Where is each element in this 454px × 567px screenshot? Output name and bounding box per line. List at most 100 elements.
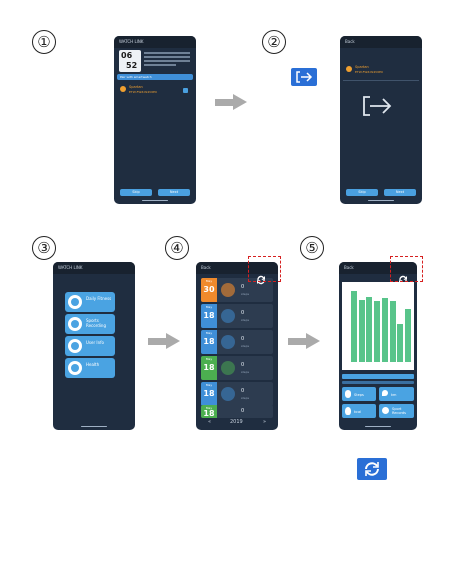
row-unit: steps: [241, 344, 250, 348]
chart-bar: [358, 299, 365, 362]
device-name[interactable]: Spartan: [355, 65, 369, 69]
sport-records-tile[interactable]: Sport Records: [379, 404, 414, 418]
row-value: 0: [241, 284, 245, 290]
sports-recording-button[interactable]: Sports Recording: [65, 314, 115, 334]
next-button[interactable]: Next: [384, 189, 416, 196]
skip-button[interactable]: Skip: [346, 189, 378, 196]
screen-title: Back: [344, 265, 354, 270]
flame-icon: [345, 407, 351, 415]
run-icon: [221, 387, 235, 401]
chart-bar: [374, 301, 381, 362]
screen-5-chart: Back Steps km kcal Sport Records: [339, 262, 417, 430]
health-button[interactable]: Health: [65, 358, 115, 378]
pin-icon: [382, 390, 388, 396]
steps-tile[interactable]: Steps: [342, 387, 376, 401]
user-info-button[interactable]: User Info: [65, 336, 115, 356]
watch-minutes: 52: [126, 61, 138, 70]
chart-bar: [381, 298, 388, 362]
run-icon: [221, 335, 235, 349]
watch-hours: 06: [121, 51, 133, 60]
tile-label: kcal: [354, 410, 362, 414]
row-value: 0: [241, 310, 245, 316]
summary-bar-thin: [342, 381, 414, 384]
pager-prev[interactable]: «: [208, 419, 212, 425]
row-value: 0: [241, 408, 245, 414]
arrow-right-icon: [215, 94, 249, 111]
screen-title: Back: [345, 39, 355, 44]
separator: [343, 80, 419, 81]
instruction-text-block: [144, 52, 190, 68]
tile-label: Sport Records: [392, 407, 406, 415]
daily-fitness-button[interactable]: Daily Fitness: [65, 292, 115, 312]
sync-highlight-box: [390, 256, 423, 282]
screen-3-menu: WATCH LINK Daily Fitness Sports Recordin…: [53, 262, 135, 430]
activity-icon: [221, 283, 235, 297]
pager-year: 2019: [230, 419, 243, 425]
calories-tile[interactable]: kcal: [342, 404, 376, 418]
status-bar: [339, 262, 417, 274]
device-name[interactable]: Spartan: [129, 85, 143, 89]
run-icon: [221, 309, 235, 323]
home-indicator: [365, 425, 391, 427]
screen-2-connect: Back Spartan ETW-FWZ-W4V0E0 Skip Next: [340, 36, 422, 204]
step-1-number: ①: [32, 30, 56, 54]
home-indicator: [142, 199, 168, 201]
run-icon: [68, 317, 82, 331]
row-value: 0: [241, 362, 245, 368]
chart-area: [342, 282, 414, 370]
step-5-number: ⑤: [300, 236, 324, 260]
export-icon: [291, 68, 317, 86]
screen-1-pair-watch: WATCH LINK 06 52 Pair with smartwatch Sp…: [114, 36, 196, 204]
menu-label: Sports Recording: [86, 318, 107, 328]
record-icon: [382, 407, 389, 414]
fitness-icon: [68, 295, 82, 309]
export-large-icon[interactable]: [360, 93, 396, 119]
distance-tile[interactable]: km: [379, 387, 414, 401]
menu-label: User Info: [86, 340, 104, 345]
sleep-icon: [221, 361, 235, 375]
menu-label: Health: [86, 362, 100, 367]
sync-highlight-box: [248, 256, 281, 282]
device-watch-icon: [120, 86, 126, 92]
chart-bar: [366, 296, 373, 362]
next-button[interactable]: Next: [158, 189, 190, 196]
device-id: ETW-FWZ-W4V0E0: [355, 70, 383, 74]
step-4-number: ④: [165, 236, 189, 260]
chart-bar: [350, 291, 357, 362]
status-bar: [53, 262, 135, 274]
skip-button[interactable]: Skip: [120, 189, 152, 196]
arrow-right-icon: [148, 333, 182, 350]
step-2-number: ②: [262, 30, 286, 54]
screen-title: Back: [201, 265, 211, 270]
arrow-right-icon: [288, 333, 322, 350]
device-watch-icon: [346, 66, 352, 72]
screen-title: WATCH LINK: [58, 265, 83, 270]
sync-icon: [357, 458, 387, 480]
home-indicator: [368, 199, 394, 201]
screen-title: WATCH LINK: [119, 39, 144, 44]
chart-bar: [397, 324, 404, 362]
summary-bar: [342, 374, 414, 379]
pager-next[interactable]: »: [262, 419, 266, 425]
row-unit: steps: [241, 370, 250, 374]
row-value: 0: [241, 388, 245, 394]
watch-face: 06 52: [119, 50, 141, 72]
heart-icon: [68, 361, 82, 375]
pair-highlight-bar[interactable]: Pair with smartwatch: [117, 74, 193, 80]
checkbox-icon[interactable]: [183, 88, 188, 93]
chart-bar: [389, 301, 396, 362]
home-indicator: [81, 425, 107, 427]
row-unit: steps: [241, 318, 250, 322]
